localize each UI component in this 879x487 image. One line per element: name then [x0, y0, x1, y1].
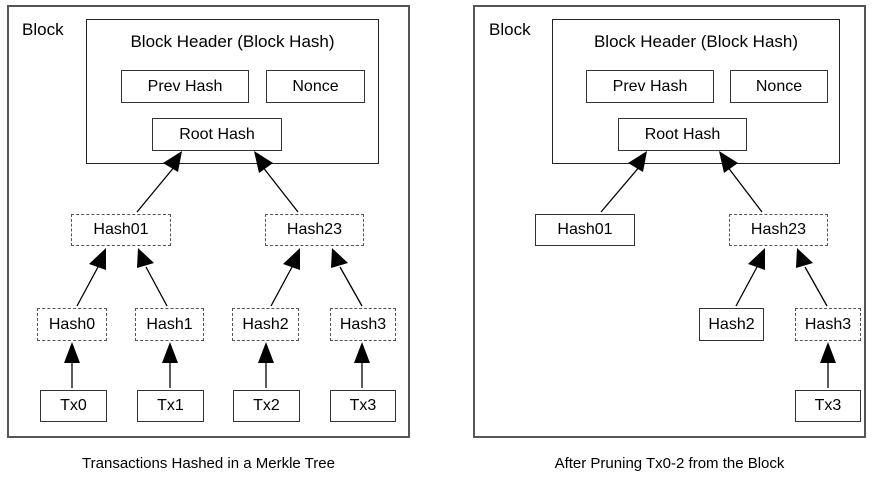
right-hash2-box[interactable]: Hash2	[699, 308, 764, 341]
left-nonce-box[interactable]: Nonce	[266, 70, 365, 103]
left-hash01-box[interactable]: Hash01	[71, 214, 171, 246]
right-hash01-box[interactable]: Hash01	[535, 214, 635, 246]
left-hash1-box[interactable]: Hash1	[135, 308, 204, 341]
left-tx3-box[interactable]: Tx3	[330, 390, 396, 422]
right-panel-caption: After Pruning Tx0-2 from the Block	[554, 455, 785, 472]
right-block-header-title: Block Header (Block Hash)	[593, 32, 799, 51]
right-block-label: Block	[489, 20, 531, 39]
left-panel-caption: Transactions Hashed in a Merkle Tree	[82, 455, 335, 472]
left-tx2-box[interactable]: Tx2	[233, 390, 300, 422]
left-tx1-box[interactable]: Tx1	[137, 390, 204, 422]
left-hash3-box[interactable]: Hash3	[330, 308, 396, 341]
left-block-label: Block	[22, 20, 64, 39]
right-nonce-box[interactable]: Nonce	[730, 70, 828, 103]
right-hash23-box[interactable]: Hash23	[729, 214, 828, 246]
left-root-hash-box[interactable]: Root Hash	[152, 118, 282, 151]
left-block-header-title: Block Header (Block Hash)	[130, 32, 335, 51]
left-prev-hash-box[interactable]: Prev Hash	[121, 70, 249, 103]
right-tx3-box[interactable]: Tx3	[795, 390, 861, 422]
right-prev-hash-box[interactable]: Prev Hash	[586, 70, 714, 103]
right-root-hash-box[interactable]: Root Hash	[618, 118, 747, 151]
left-tx0-box[interactable]: Tx0	[40, 390, 107, 422]
left-hash23-box[interactable]: Hash23	[265, 214, 364, 246]
right-hash3-box[interactable]: Hash3	[795, 308, 861, 341]
left-hash0-box[interactable]: Hash0	[37, 308, 107, 341]
left-hash2-box[interactable]: Hash2	[232, 308, 299, 341]
